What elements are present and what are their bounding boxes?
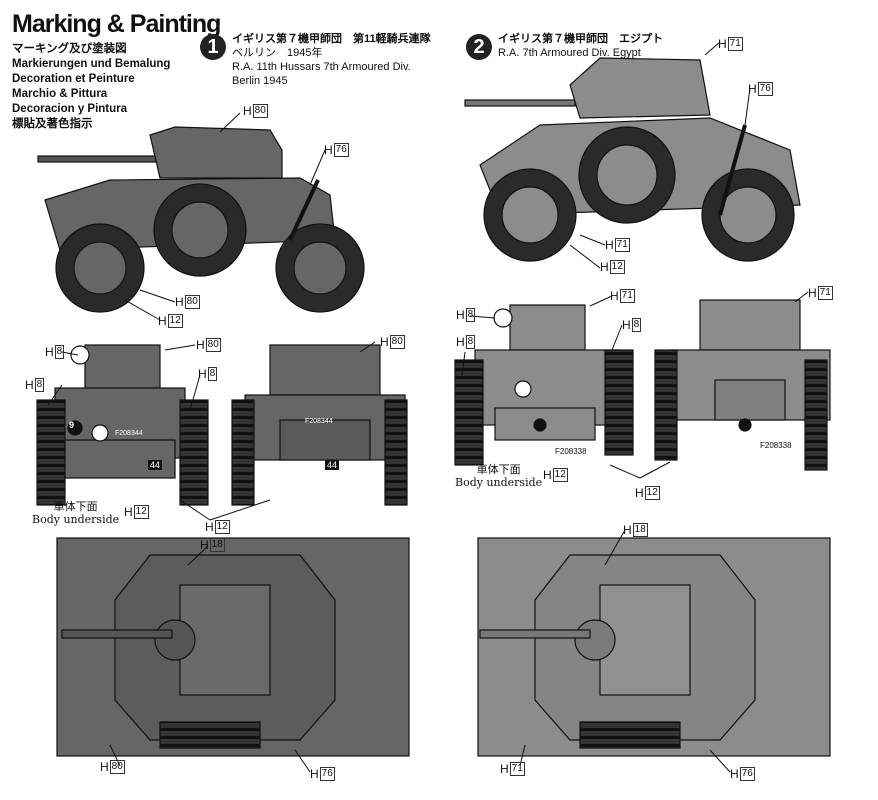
serial-v1-front: F208344 bbox=[115, 430, 143, 437]
version-2-title-jp: イギリス第７機甲師団 エジプト bbox=[498, 33, 663, 45]
v2-rear-view bbox=[654, 299, 831, 471]
version-2-title-en: R.A. 7th Armoured Div. Egypt bbox=[498, 47, 641, 59]
leader-lines bbox=[47, 41, 809, 773]
language-headings: マーキング及び塗装図 Markierungen und Bemalung Dec… bbox=[12, 42, 170, 132]
version-1-title: イギリス第７機甲師団 第11軽騎兵連隊 ベルリン 1945年 R.A. 11th… bbox=[232, 32, 431, 88]
underside-label-v2-en: Body underside bbox=[455, 476, 543, 489]
v2-front-view bbox=[454, 304, 634, 466]
heading-de: Markierungen und Bemalung bbox=[12, 58, 171, 70]
v1-side-view bbox=[37, 126, 365, 313]
heading-cn: 標貼及著色指示 bbox=[12, 118, 93, 130]
version-1-badge: 1 bbox=[200, 34, 226, 60]
v2-side-view bbox=[464, 57, 801, 262]
version-1-title-jp: イギリス第７機甲師団 第11軽騎兵連隊 bbox=[232, 33, 431, 45]
version-2-title: イギリス第７機甲師団 エジプト R.A. 7th Armoured Div. E… bbox=[498, 32, 663, 60]
heading-fr: Decoration et Peinture bbox=[12, 73, 135, 85]
underside-label-v2: 車体下面 Body underside bbox=[455, 463, 542, 489]
version-1-title-en2: Berlin 1945 bbox=[232, 75, 288, 87]
serial-v1-rear: F208344 bbox=[305, 418, 333, 425]
underside-label-v1: 車体下面 Body underside bbox=[32, 500, 119, 526]
version-2-badge: 2 bbox=[466, 34, 492, 60]
plate-v1-rear: 44 bbox=[325, 460, 340, 470]
v2-top-view bbox=[477, 537, 831, 757]
number-nine: 9 bbox=[69, 420, 75, 430]
v1-top-view bbox=[56, 537, 410, 757]
serial-v2-front: F208338 bbox=[555, 447, 587, 456]
v1-rear-view bbox=[231, 344, 408, 506]
underside-label-v1-jp: 車体下面 bbox=[53, 500, 98, 513]
heading-jp: マーキング及び塗装図 bbox=[12, 43, 127, 55]
version-1-title-en: R.A. 11th Hussars 7th Armoured Div. bbox=[232, 61, 411, 73]
heading-it: Marchio & Pittura bbox=[12, 88, 108, 100]
page-title: Marking & Painting bbox=[12, 10, 221, 38]
version-1-title-jp2: ベルリン 1945年 bbox=[232, 47, 323, 59]
v1-front-view bbox=[36, 344, 209, 506]
heading-es: Decoracion y Pintura bbox=[12, 103, 128, 115]
serial-v2-rear: F208338 bbox=[760, 441, 792, 450]
underside-label-v2-jp: 車体下面 bbox=[476, 463, 521, 476]
underside-label-v1-en: Body underside bbox=[32, 513, 120, 526]
plate-v1-front: 44 bbox=[148, 460, 163, 470]
